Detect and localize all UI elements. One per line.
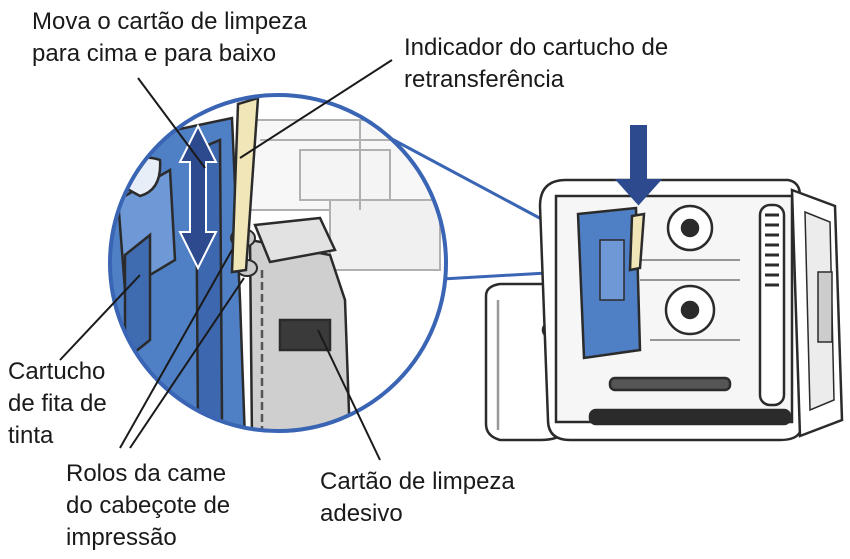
label-line: Rolos da came <box>66 460 227 487</box>
label-line: retransferência <box>404 66 565 93</box>
label-line: Indicador do cartucho de <box>404 34 669 61</box>
label-adhesive-cleaning-card: Cartão de limpeza adesivo <box>320 466 515 530</box>
label-line: para cima e para baixo <box>32 40 277 67</box>
label-line: adesivo <box>320 500 403 527</box>
label-line: de fita de <box>8 390 107 417</box>
magnified-view <box>108 93 448 433</box>
printhead-housing <box>248 216 352 431</box>
label-line: Cartão de limpeza <box>320 468 515 495</box>
label-line: Cartucho <box>8 358 106 385</box>
label-retransfer-indicator: Indicador do cartucho de retransferência <box>404 32 668 96</box>
label-line: Mova o cartão de limpeza <box>32 8 307 35</box>
adhesive-cleaning-card <box>230 96 260 274</box>
label-line: impressão <box>66 524 177 551</box>
label-printhead-cam-rollers: Rolos da came do cabeçote de impressão <box>66 458 230 554</box>
leader-lines <box>59 59 393 461</box>
label-line: do cabeçote de <box>66 492 231 519</box>
label-line: tinta <box>8 422 54 449</box>
printer-overview <box>484 178 844 442</box>
label-ink-ribbon-cartridge: Cartucho de fita de tinta <box>8 356 107 452</box>
down-arrow-icon <box>614 125 663 206</box>
double-headed-vertical-arrow-icon <box>178 123 218 271</box>
label-move-card: Mova o cartão de limpeza para cima e par… <box>32 6 307 70</box>
